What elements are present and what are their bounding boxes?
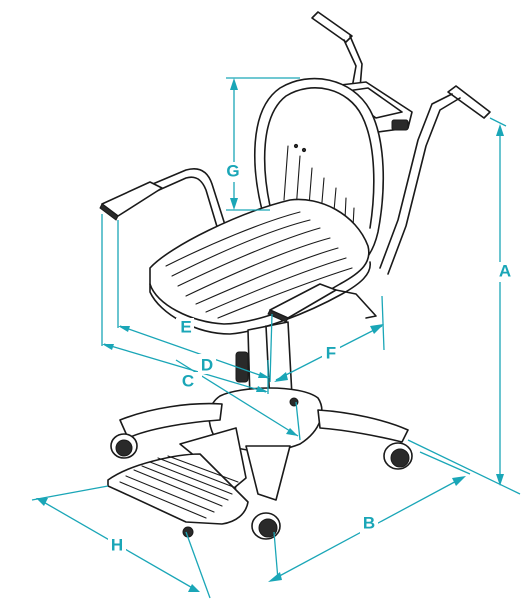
footrest [107,427,249,538]
dimension-e [117,220,273,383]
label-a: A [499,261,511,280]
caster-right [383,442,413,470]
dimension-g [226,77,300,211]
dimension-a [407,117,521,495]
label-b: B [363,513,375,532]
dimension-d [101,214,269,394]
dimension-lines [31,77,521,599]
label-e: E [180,317,191,336]
label-h: H [111,535,123,554]
label-d: D [201,355,213,374]
seat [149,198,371,335]
label-g: G [226,161,239,180]
armrest-left [99,168,227,231]
caster-front [251,512,281,540]
label-c: C [182,371,194,390]
label-f: F [326,343,336,362]
dimension-labels: A B C D E F G H [108,161,512,556]
chair-illustration [99,11,491,540]
push-handle-left [311,11,363,89]
caster-left [110,433,138,459]
push-handle-right [379,85,491,275]
